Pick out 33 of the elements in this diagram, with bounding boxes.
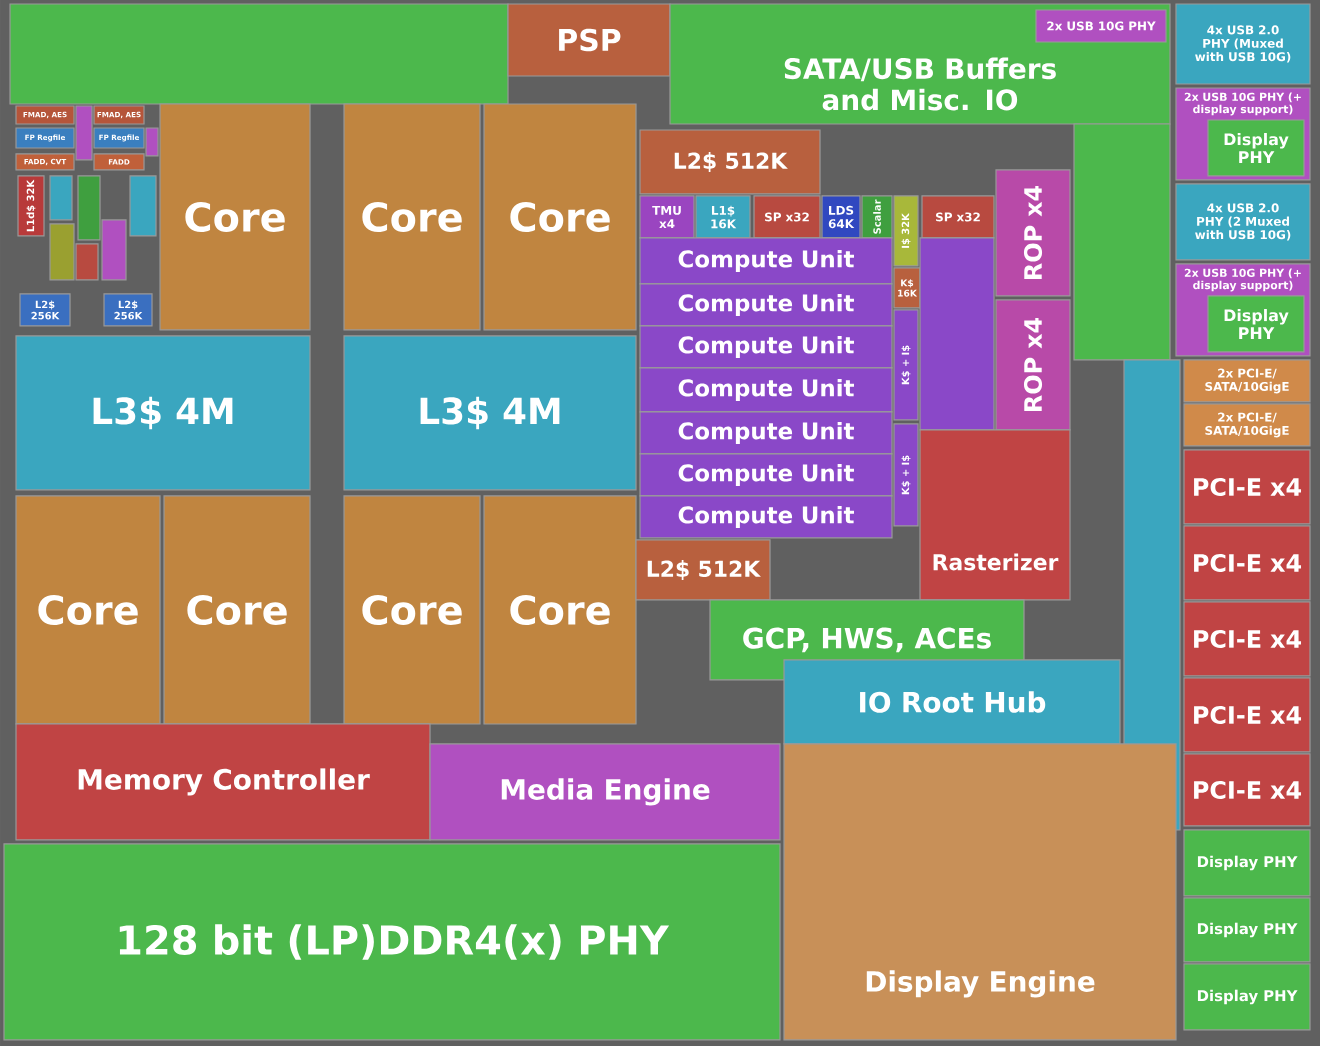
die-block: Compute Unit: [639, 237, 893, 285]
die-block: Core: [343, 495, 481, 725]
die-block: ROP x4: [995, 169, 1071, 297]
die-block: Core: [483, 495, 637, 725]
empty-block: [9, 3, 509, 105]
empty-block: [145, 127, 159, 157]
empty-block: [75, 105, 93, 161]
die-block: Core: [483, 103, 637, 331]
die-block: Core: [163, 495, 311, 725]
die-block: PCI-E x4: [1183, 601, 1311, 677]
die-block: Display Engine: [783, 743, 1177, 1041]
die-block: L2$ 512K: [639, 129, 821, 195]
empty-block: [1073, 123, 1171, 361]
die-block: PCI-E x4: [1183, 449, 1311, 525]
die-block: Media Engine: [429, 743, 781, 841]
die-block: Compute Unit: [639, 283, 893, 327]
die-block: L3$ 4M: [343, 335, 637, 491]
die-block: 128 bit (LP)DDR4(x) PHY: [3, 843, 781, 1041]
die-block: ROP x4: [995, 299, 1071, 431]
die-block: L3$ 4M: [15, 335, 311, 491]
empty-block: [101, 219, 127, 281]
die-block: Memory Controller: [15, 723, 431, 841]
die-block: PCI-E x4: [1183, 525, 1311, 601]
die-block: IO Root Hub: [783, 659, 1121, 745]
die-block: Core: [159, 103, 311, 331]
die-block: L2$ 512K: [635, 539, 771, 601]
die-block: Core: [343, 103, 481, 331]
die-block: Rasterizer: [919, 429, 1071, 601]
die-block: PCI-E x4: [1183, 753, 1311, 827]
die-block: PCI-E x4: [1183, 677, 1311, 753]
empty-block: [129, 175, 157, 237]
die-block: Core: [15, 495, 161, 725]
die-block: PSP: [507, 3, 671, 77]
